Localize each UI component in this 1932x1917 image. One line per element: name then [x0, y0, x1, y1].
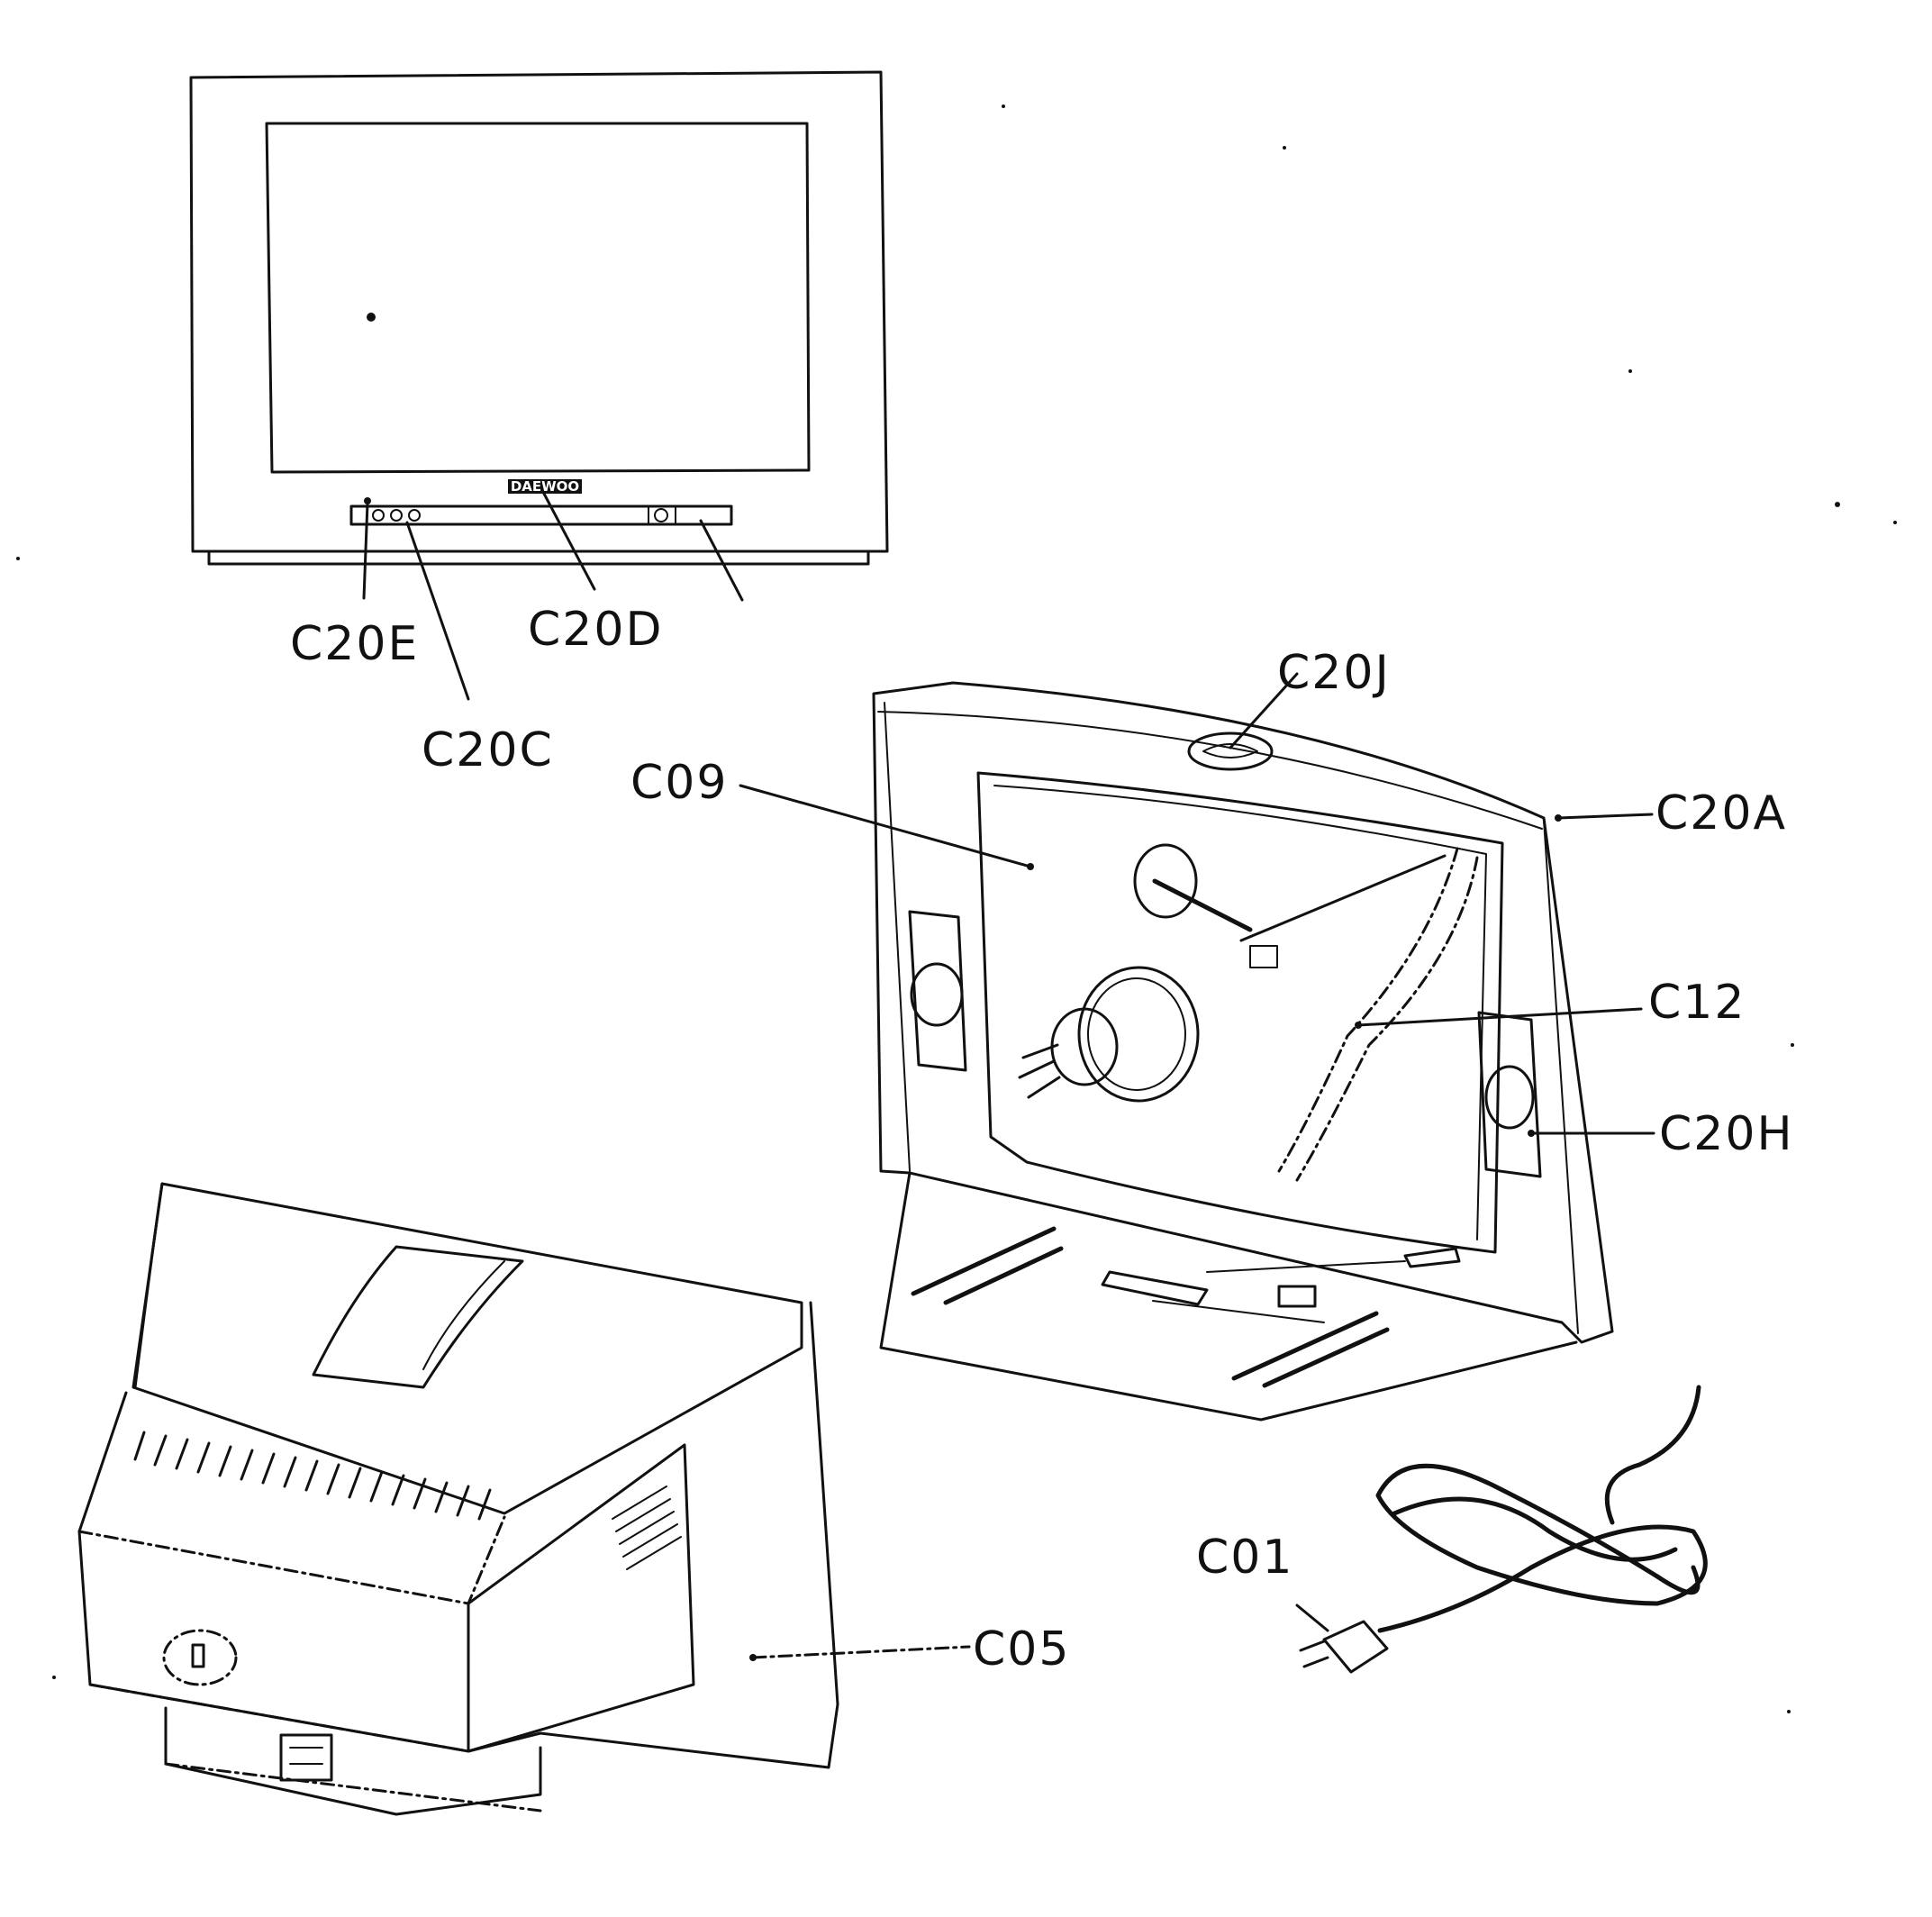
- base-rail-right: [1231, 1311, 1390, 1388]
- vent-slot-row: [133, 1431, 492, 1521]
- pcb-traces: [1152, 1260, 1406, 1323]
- back-cover-leader: [749, 1645, 971, 1661]
- scan-specks: [16, 104, 1897, 1713]
- brand-logo: DAEWOO: [511, 478, 579, 495]
- label-c20d: C20D: [528, 603, 664, 657]
- crt-mask-outline: [976, 771, 1504, 1254]
- tv-screen: [265, 122, 811, 474]
- cabinet-outer-frame: [872, 681, 1614, 1344]
- tv-front-outer-bezel: [189, 70, 889, 553]
- back-cover: [77, 1182, 839, 1816]
- power-cord-loop-2: [1392, 1496, 1678, 1562]
- left-speaker-cone: [910, 962, 964, 1027]
- leader-unlabeled: [699, 519, 744, 602]
- vent-panel-inner: [422, 1260, 505, 1370]
- screen-speck: [367, 313, 376, 322]
- cabinet-base: [879, 1171, 1578, 1422]
- back-cover-front-edge: [77, 1515, 506, 1605]
- front-cabinet-rear-view: [872, 681, 1614, 1422]
- leader-dot: [1555, 814, 1562, 822]
- label-c20e: C20E: [290, 617, 419, 671]
- warning-label: [162, 1629, 238, 1686]
- front-leader-lines: [362, 492, 744, 701]
- label-c09: C09: [630, 756, 728, 810]
- connector-block: [1249, 945, 1278, 968]
- crt-mask-inner: [993, 785, 1487, 1240]
- anode-lead: [1152, 878, 1253, 932]
- control-button: [390, 509, 403, 522]
- yoke-wires: [1018, 1043, 1061, 1099]
- back-cover-body: [77, 1301, 839, 1769]
- control-jack: [648, 505, 676, 525]
- pcb-connector: [1101, 1270, 1209, 1306]
- cabinet-leader-lines: [739, 672, 1655, 1137]
- leader-c01: [1295, 1604, 1329, 1632]
- brand-logo-plate: [508, 479, 582, 494]
- cabinet-left-edge: [884, 702, 911, 1172]
- leader-c20e: [362, 501, 369, 600]
- label-c05: C05: [973, 1622, 1070, 1676]
- ac-socket-pins: [289, 1747, 323, 1765]
- control-panel-strip: [349, 504, 733, 526]
- ac-socket: [279, 1733, 333, 1782]
- pcb-chip: [1277, 1285, 1317, 1308]
- leader-c20c: [405, 521, 470, 701]
- back-cover-top-ridge: [133, 1182, 164, 1389]
- right-speaker-cone: [1484, 1065, 1535, 1130]
- base-rail-left: [911, 1226, 1064, 1305]
- leader-c12: [1356, 1007, 1643, 1027]
- leader-c20d: [542, 492, 596, 591]
- back-cover-lower-edge: [88, 1683, 470, 1753]
- power-cord: [1295, 1385, 1708, 1674]
- warning-icon: [191, 1643, 205, 1668]
- wiring-harness-2: [1295, 856, 1479, 1182]
- cable-to-top: [1239, 854, 1447, 942]
- tv-front-base-strip: [207, 550, 870, 566]
- label-c01: C01: [1196, 1531, 1293, 1585]
- crt-neck-inner: [1087, 977, 1186, 1091]
- top-vent-panel: [312, 1245, 524, 1389]
- leader-dot: [1355, 1022, 1362, 1029]
- label-c20h: C20H: [1659, 1107, 1794, 1161]
- top-cutout: [1187, 731, 1274, 771]
- label-c12: C12: [1648, 976, 1746, 1030]
- crt-neck-bell: [1077, 966, 1200, 1103]
- label-c20a: C20A: [1655, 786, 1787, 840]
- cabinet-side-edge: [1543, 819, 1579, 1334]
- wiring-harness: [1277, 847, 1459, 1173]
- leader-c20a: [1556, 813, 1654, 820]
- leader-c05: [751, 1645, 971, 1659]
- leader-dot: [1528, 1130, 1535, 1137]
- pcb-connector-2: [1403, 1247, 1461, 1268]
- power-plug: [1322, 1620, 1389, 1674]
- control-knob: [654, 508, 668, 522]
- leader-dot: [749, 1654, 757, 1661]
- power-led: [364, 497, 371, 504]
- back-cover-stand: [164, 1706, 542, 1816]
- back-cover-top: [132, 1182, 803, 1515]
- power-cord-tail: [1604, 1385, 1701, 1525]
- leader-dot: [1027, 863, 1034, 870]
- label-c20c: C20C: [422, 723, 554, 777]
- tv-front-view: DAEWOO: [189, 70, 889, 566]
- leader-c20j: [1229, 672, 1299, 750]
- leader-c09: [739, 784, 1032, 868]
- plug-prongs: [1299, 1640, 1329, 1668]
- control-button: [372, 509, 385, 522]
- side-vent-slots: [612, 1485, 682, 1570]
- top-cutout-inner: [1202, 743, 1258, 759]
- anode-cap: [1133, 843, 1198, 919]
- cabinet-top-edge: [877, 711, 1543, 830]
- right-speaker-box: [1477, 1011, 1542, 1178]
- label-c20j: C20J: [1277, 646, 1391, 700]
- left-speaker-box: [908, 910, 967, 1072]
- back-cover-side-panel: [467, 1443, 695, 1753]
- control-button: [408, 509, 421, 522]
- power-cord-loop: [1375, 1463, 1708, 1633]
- stand-dash: [164, 1762, 542, 1813]
- deflection-yoke: [1050, 1007, 1119, 1086]
